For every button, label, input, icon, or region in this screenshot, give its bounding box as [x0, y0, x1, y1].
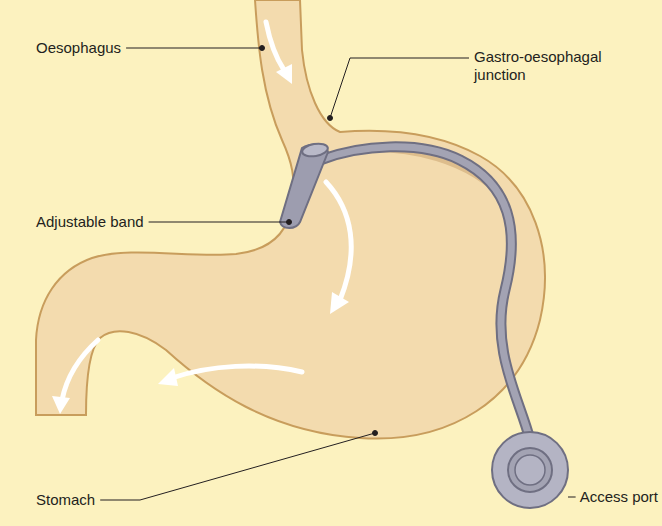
flow-arrows — [62, 22, 351, 400]
band-end — [301, 142, 329, 158]
access-port-septum — [515, 455, 545, 485]
access-port-ring — [508, 448, 552, 492]
band-tube-fill — [320, 147, 530, 440]
part-label: Gastro-oesophagal junction — [474, 48, 614, 84]
adjustable-band — [280, 145, 328, 228]
leader-lines — [100, 46, 575, 501]
access-port — [492, 432, 568, 508]
part-label: Oesophagus — [36, 39, 121, 57]
part-label: Adjustable band — [36, 213, 144, 231]
part-label: Access port — [580, 488, 658, 506]
arrow-heads — [52, 64, 349, 414]
band-tube — [320, 147, 530, 440]
part-label: Stomach — [36, 491, 95, 509]
stomach-outline — [36, 0, 545, 439]
